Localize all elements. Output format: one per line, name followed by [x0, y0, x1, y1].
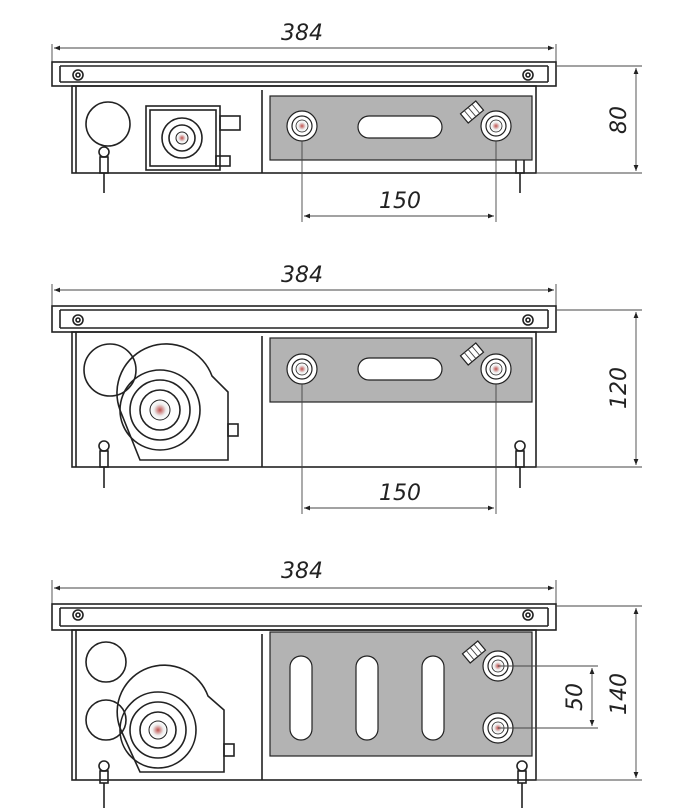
- height-label-3: 140: [607, 673, 632, 715]
- view-2-convector: 384: [51, 263, 642, 514]
- grille-frame-2: [51, 305, 557, 333]
- fan-2: [83, 343, 239, 461]
- leveling-feet-3: [98, 760, 528, 808]
- height-dimension-1: 80: [536, 65, 642, 174]
- width-label-2: 384: [281, 263, 323, 288]
- height-label-1: 80: [607, 106, 632, 134]
- leveling-feet-2: [98, 440, 526, 488]
- heat-exchanger-2: [269, 337, 533, 403]
- housing-3: [71, 629, 537, 781]
- fan-3: [85, 641, 235, 773]
- width-dimension-1: 384: [51, 21, 557, 62]
- heat-exchanger-1: [269, 95, 533, 161]
- spacing-dimension-3: 50: [498, 665, 598, 729]
- housing-1: [71, 85, 537, 174]
- width-label-1: 384: [281, 21, 323, 46]
- fan-1: [85, 101, 241, 171]
- spacing-label-3: 50: [563, 683, 588, 711]
- view-1-convector: 384: [51, 21, 642, 222]
- width-label-3: 384: [281, 559, 323, 584]
- width-dimension-3: 384: [51, 559, 557, 604]
- grille-frame-3: [51, 603, 557, 631]
- height-label-2: 120: [607, 367, 632, 409]
- height-dimension-2: 120: [536, 309, 642, 468]
- width-dimension-2: 384: [51, 263, 557, 306]
- spacing-dimension-1: 150: [301, 141, 497, 222]
- spacing-label-2: 150: [379, 481, 421, 506]
- spacing-label-1: 150: [379, 189, 421, 214]
- height-dimension-3: 140: [536, 605, 642, 781]
- view-3-convector: 384: [51, 559, 642, 808]
- housing-2: [71, 331, 537, 468]
- spacing-dimension-2: 150: [301, 384, 497, 514]
- grille-frame-1: [51, 61, 557, 87]
- heat-exchanger-3: [269, 631, 533, 757]
